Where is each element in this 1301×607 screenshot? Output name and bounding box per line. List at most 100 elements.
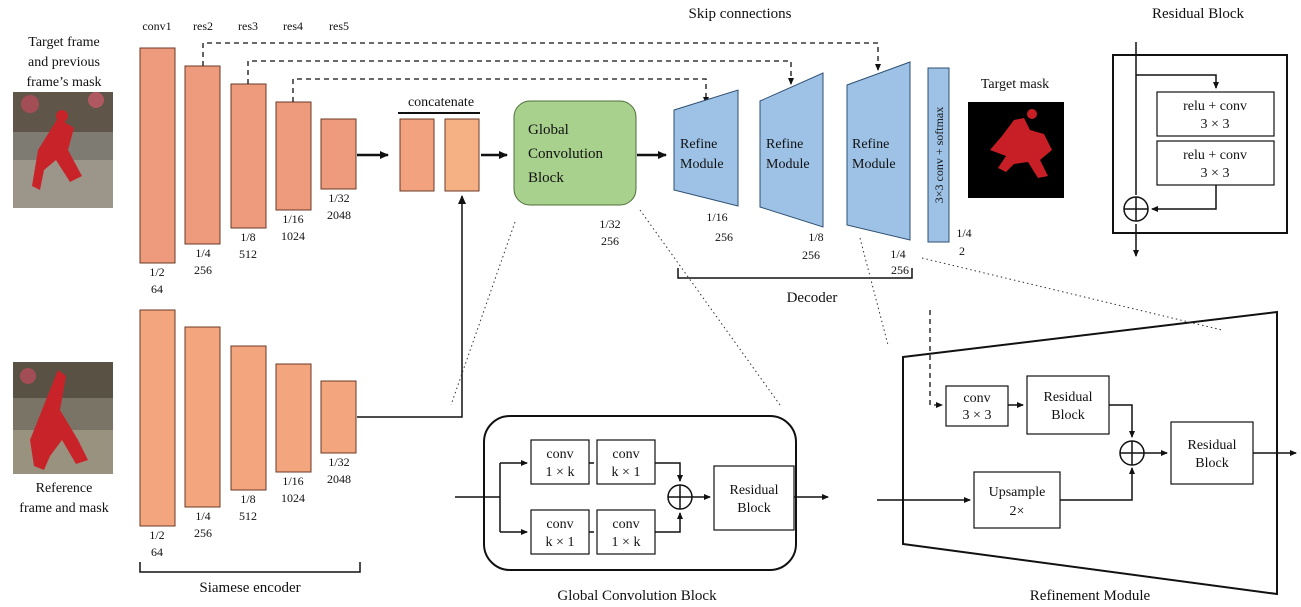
residual-layer-2 xyxy=(1156,140,1275,186)
siamese-encoder-label: Siamese encoder xyxy=(199,580,300,596)
scale-label: 1/8 xyxy=(240,230,255,244)
encoder-block-res4 xyxy=(275,363,312,473)
gcb-conv-label: conv xyxy=(612,517,639,532)
gcb-residual-label: Residual xyxy=(730,483,779,498)
skip-connection-res2 xyxy=(202,42,881,71)
target-input-label-3: frame’s mask xyxy=(26,75,101,90)
layer-name-conv1: conv1 xyxy=(142,19,171,33)
skip-connection-res3 xyxy=(247,60,794,85)
channel-label: 64 xyxy=(151,545,163,559)
target-mask: Target mask xyxy=(968,77,1064,198)
skip-connection-res4 xyxy=(292,78,709,104)
target-input: Target frame and previous frame’s mask xyxy=(13,35,113,208)
refinement-upsample-factor: 2× xyxy=(1010,504,1025,519)
encoder-block-res2 xyxy=(184,326,221,508)
residual-layer-1 xyxy=(1156,91,1275,137)
layer-name-res2: res2 xyxy=(193,19,213,33)
reference-input-label-2: frame and mask xyxy=(19,501,108,516)
channel-label: 2048 xyxy=(327,472,351,486)
channel-label: 256 xyxy=(715,230,733,244)
gcb-detail: conv 1 × k conv k × 1 conv k × 1 conv 1 … xyxy=(455,415,829,604)
layer-name-res5: res5 xyxy=(329,19,349,33)
refine-module-3 xyxy=(846,61,911,241)
refinement-title: Refinement Module xyxy=(1030,588,1151,604)
gcb-block: Global Convolution Block 1/32 256 xyxy=(513,100,637,248)
gcb-title-line-2: Convolution xyxy=(528,146,604,162)
residual-block-detail: Residual Block relu + conv 3 × 3 relu + … xyxy=(1112,6,1288,257)
encoder-layer-names: conv1 res2 res3 res4 res5 xyxy=(142,19,349,33)
gcb-residual-block xyxy=(713,465,795,531)
gcb-conv-bottom-1 xyxy=(530,509,590,555)
reference-input-label-1: Reference xyxy=(36,481,93,496)
channel-label: 2048 xyxy=(327,208,351,222)
concat-block-reference xyxy=(444,118,480,192)
gcb-conv-label: conv xyxy=(612,447,639,462)
refine-module-label: Refine xyxy=(766,137,803,152)
refinement-residual-label: Block xyxy=(1195,456,1228,471)
top-encoder: 1/2 64 1/4 256 1/8 512 1/16 1024 1/32 20… xyxy=(139,47,357,296)
residual-block-title: Residual Block xyxy=(1152,6,1245,22)
gcb-channel-label: 256 xyxy=(601,234,619,248)
refine-module-label: Refine xyxy=(852,137,889,152)
scale-label: 1/8 xyxy=(808,230,823,244)
scale-label: 1/4 xyxy=(195,509,210,523)
reference-frame-image xyxy=(13,362,113,474)
channel-label: 256 xyxy=(891,263,909,277)
channel-label: 1024 xyxy=(281,229,305,243)
refinement-residual-label: Residual xyxy=(1188,438,1237,453)
gcb-conv-size: 1 × k xyxy=(612,535,641,550)
final-channel-label: 2 xyxy=(959,244,965,258)
refinement-upsample xyxy=(973,471,1061,529)
decoder: Refine Module 1/16 256 Refine Module 1/8… xyxy=(673,61,972,306)
concatenate-label: concatenate xyxy=(408,95,474,110)
encoder-block-res4 xyxy=(275,101,312,211)
refine-module-label: Module xyxy=(852,157,896,172)
scale-label: 1/4 xyxy=(195,246,210,260)
skip-connections xyxy=(202,42,881,104)
channel-label: 256 xyxy=(802,248,820,262)
gcb-conv-size: k × 1 xyxy=(612,465,641,480)
residual-layer-1-size: 3 × 3 xyxy=(1201,117,1230,132)
zoom-guides xyxy=(450,209,1223,406)
channel-label: 256 xyxy=(194,263,212,277)
final-conv-block xyxy=(927,67,950,243)
residual-layer-2-size: 3 × 3 xyxy=(1201,166,1230,181)
gcb-detail-title: Global Convolution Block xyxy=(557,588,717,604)
refine-module-2 xyxy=(759,72,824,228)
scale-label: 1/2 xyxy=(149,528,164,542)
target-input-label-2: and previous xyxy=(28,55,100,70)
gcb-residual-label: Block xyxy=(737,501,770,516)
refinement-upsample-label: Upsample xyxy=(989,485,1046,500)
scale-label: 1/8 xyxy=(240,492,255,506)
gcb-conv-label: conv xyxy=(546,447,573,462)
scale-label: 1/16 xyxy=(706,210,727,224)
concat-block-target xyxy=(399,118,435,192)
refinement-sum-icon xyxy=(1119,440,1145,466)
gcb-conv-label: conv xyxy=(546,517,573,532)
decoder-label: Decoder xyxy=(787,290,838,306)
scale-label: 1/16 xyxy=(282,474,303,488)
gcb-conv-top-1 xyxy=(530,439,590,485)
residual-layer-1-label: relu + conv xyxy=(1183,99,1247,114)
encoder-block-conv1 xyxy=(139,309,176,527)
reference-input: Reference frame and mask xyxy=(13,362,113,516)
target-mask-label: Target mask xyxy=(981,77,1049,92)
siamese-encoder-bracket: Siamese encoder xyxy=(139,562,361,596)
encoder-block-conv1 xyxy=(139,47,176,264)
encoder-block-res3 xyxy=(230,345,267,491)
arrow-bottom-encoder-to-concat xyxy=(357,195,466,418)
refinement-residual-2 xyxy=(1170,421,1254,485)
refinement-detail: conv 3 × 3 Residual Block Upsample 2× Re… xyxy=(877,310,1297,604)
gcb-sum-icon xyxy=(667,484,693,510)
residual-block-frame xyxy=(1112,54,1288,234)
residual-sum-icon xyxy=(1123,196,1149,222)
encoder-block-res3 xyxy=(230,83,267,229)
channel-label: 256 xyxy=(194,526,212,540)
gcb-scale-label: 1/32 xyxy=(599,217,620,231)
decoder-bracket xyxy=(677,268,913,279)
channel-label: 1024 xyxy=(281,491,305,505)
target-frame-image xyxy=(13,92,113,208)
gcb-conv-size: k × 1 xyxy=(546,535,575,550)
gcb-conv-size: 1 × k xyxy=(546,465,575,480)
